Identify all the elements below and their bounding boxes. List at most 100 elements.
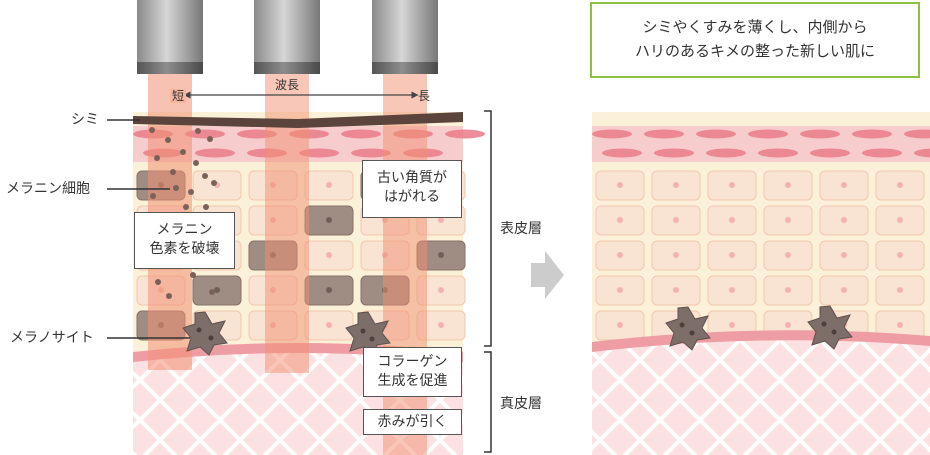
surface-cell-oval <box>185 129 225 139</box>
epidermis-label: 表皮層 <box>500 221 542 237</box>
dermis-layer-after <box>592 334 930 455</box>
melanin-granule <box>190 272 196 278</box>
cell-nucleus <box>438 322 444 328</box>
melanocyte-after-left <box>665 306 711 351</box>
cell-nucleus <box>729 252 735 258</box>
melanin-granule <box>211 180 217 186</box>
transition-arrow <box>531 251 564 299</box>
epidermis-cells-after <box>595 170 925 341</box>
surface-cell-oval <box>862 148 902 158</box>
spot-layer <box>133 112 463 128</box>
surface-cell-oval <box>696 129 736 139</box>
melanin-granule <box>166 293 172 299</box>
wavelength-long-label: 長 <box>418 89 431 103</box>
cell-nucleus <box>897 322 903 328</box>
cell-nucleus <box>438 252 444 258</box>
melanin-granule <box>188 189 194 195</box>
cell-nucleus <box>729 182 735 188</box>
melanocyte-left <box>182 311 228 356</box>
melanin-granule <box>180 149 186 155</box>
cell-nucleus <box>214 287 220 293</box>
collagen-line1: コラーゲン <box>377 354 448 370</box>
melanocyte-after-right <box>807 305 853 350</box>
cell-nucleus <box>785 182 791 188</box>
surface-cell-oval <box>341 129 381 139</box>
result-caption-line1: シミやくすみを薄くし、内側から <box>642 18 868 36</box>
surface-cell-oval <box>445 129 485 139</box>
peel-line2: はがれる <box>384 189 440 205</box>
cell-nucleus <box>438 287 444 293</box>
cell-nucleus <box>326 287 332 293</box>
cell-nucleus <box>326 252 332 258</box>
laser-handpieces <box>137 0 438 74</box>
melanin-granule <box>149 127 155 133</box>
destroy-melanin-line1: メラニン <box>156 222 213 238</box>
wavelength-title-label: 波長 <box>275 78 300 92</box>
melanin-granule <box>155 279 161 285</box>
melanin-cell-label: メラニン細胞 <box>6 181 90 197</box>
epidermis-bracket <box>484 110 492 347</box>
peel-callout: 古い角質が はがれる <box>362 160 462 218</box>
collagen-line2: 生成を促進 <box>377 373 448 389</box>
surface-cell-oval <box>758 148 798 158</box>
spot-label: シミ <box>71 112 99 128</box>
surface-cell-oval <box>644 129 684 139</box>
after-skin-panel <box>592 112 930 455</box>
result-caption-line2: ハリのあるキメの整った新しい肌に <box>634 42 875 60</box>
cell-nucleus <box>729 217 735 223</box>
cell-nucleus <box>617 322 623 328</box>
destroy-melanin-callout: メラニン 色素を破壊 <box>134 212 235 269</box>
melanin-granule <box>209 289 215 295</box>
destroy-melanin-line2: 色素を破壊 <box>149 241 220 257</box>
melanocyte-center <box>345 311 391 356</box>
cell-nucleus <box>841 252 847 258</box>
cell-nucleus <box>326 182 332 188</box>
surface-cell-oval <box>748 129 788 139</box>
cell-nucleus <box>326 322 332 328</box>
redness-callout: 赤みが引く <box>363 409 462 435</box>
surface-cell-oval <box>195 148 235 158</box>
surface-cell-oval <box>592 129 632 139</box>
surface-cell-oval <box>706 148 746 158</box>
cell-nucleus <box>785 252 791 258</box>
result-caption-box: シミやくすみを薄くし、内側から ハリのあるキメの整った新しい肌に <box>590 2 920 78</box>
wavelength-short-label: 短 <box>170 89 187 103</box>
surface-cell-oval <box>654 148 694 158</box>
dermis-label: 真皮層 <box>500 396 542 412</box>
melanin-granule <box>165 137 171 143</box>
melanin-granule <box>202 173 208 179</box>
melanin-granule <box>170 169 176 175</box>
mid-wave-beam <box>265 70 309 373</box>
cell-nucleus <box>841 217 847 223</box>
melanin-granule <box>173 185 179 191</box>
melanin-granule <box>183 204 189 210</box>
surface-cell-oval <box>852 129 892 139</box>
cell-nucleus <box>617 252 623 258</box>
melanin-granule <box>193 160 199 166</box>
surface-cell-oval <box>914 148 930 158</box>
melanin-granule <box>150 193 156 199</box>
cell-nucleus <box>897 287 903 293</box>
surface-cell-oval <box>351 148 391 158</box>
surface-cell-oval <box>800 129 840 139</box>
melanocyte-label: メラノサイト <box>10 330 94 346</box>
surface-cells-after <box>592 129 930 158</box>
collagen-callout: コラーゲン 生成を促進 <box>363 347 462 397</box>
cell-nucleus <box>785 217 791 223</box>
surface-cell-oval <box>904 129 930 139</box>
cell-nucleus <box>673 287 679 293</box>
melanin-granule <box>154 155 160 161</box>
cell-nucleus <box>326 217 332 223</box>
cell-nucleus <box>617 182 623 188</box>
melanin-granule <box>207 136 213 142</box>
cell-nucleus <box>841 182 847 188</box>
melanin-granule <box>195 128 201 134</box>
cell-nucleus <box>897 252 903 258</box>
dermis-bracket <box>484 351 492 453</box>
cell-nucleus <box>617 217 623 223</box>
cell-nucleus <box>438 217 444 223</box>
surface-cell-oval <box>810 148 850 158</box>
cell-nucleus <box>617 287 623 293</box>
cell-nucleus <box>897 217 903 223</box>
